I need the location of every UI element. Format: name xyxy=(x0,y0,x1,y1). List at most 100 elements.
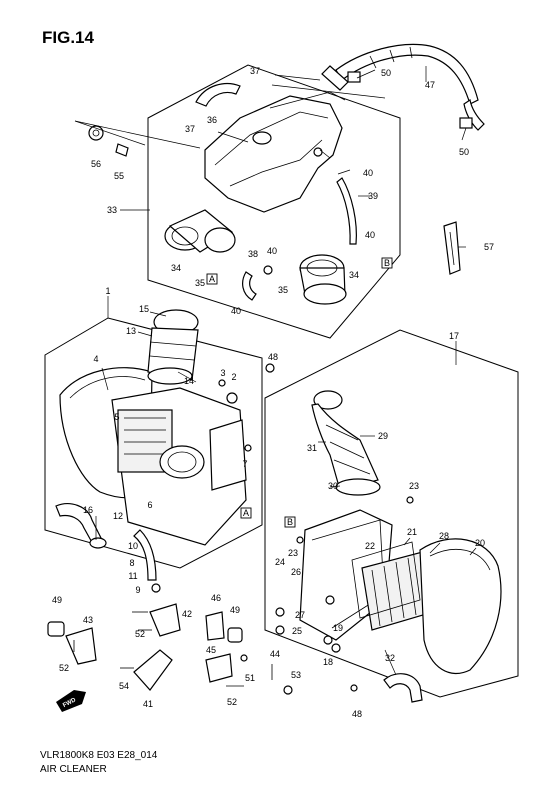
part-number: 56 xyxy=(91,159,101,169)
part-number: 4 xyxy=(93,354,98,364)
intake-duct-13 xyxy=(147,309,199,385)
upper-cover-assembly-frame xyxy=(147,64,401,339)
part-number: 52 xyxy=(227,697,237,707)
small-fasteners-right xyxy=(275,496,414,692)
part-number: 13 xyxy=(126,326,136,336)
part-number: 10 xyxy=(128,541,138,551)
bracket-43 xyxy=(65,627,97,665)
damper-49-left xyxy=(47,621,65,637)
part-number: 55 xyxy=(114,171,124,181)
part-number: 37 xyxy=(185,124,195,134)
part-number: 50 xyxy=(459,147,469,157)
part-number: 6 xyxy=(147,500,152,510)
part-number: 17 xyxy=(449,331,459,341)
part-number: 22 xyxy=(365,541,375,551)
right-air-cleaner-assembly-frame xyxy=(264,329,519,698)
forward-direction-marker: FWD xyxy=(56,690,86,712)
part-number: 40 xyxy=(267,246,277,256)
figure-title: FIG.14 xyxy=(42,28,94,47)
part-number: 35 xyxy=(278,285,288,295)
reference-b-label: B xyxy=(287,517,293,527)
part-number: 30 xyxy=(328,481,338,491)
part-number: 35 xyxy=(195,278,205,288)
part-number: 33 xyxy=(107,205,117,215)
part-number: 8 xyxy=(129,558,134,568)
part-number: 57 xyxy=(484,242,494,252)
bracket-41 xyxy=(133,649,173,691)
damper-49-right xyxy=(227,627,243,643)
part-number: 38 xyxy=(248,249,258,259)
reference-box-a-upper: A xyxy=(206,273,218,285)
part-number: 51 xyxy=(245,673,255,683)
part-number: 14 xyxy=(184,376,194,386)
reference-box-b-lower: B xyxy=(284,516,296,528)
part-number: 21 xyxy=(407,527,417,537)
reference-box-a-lower: A xyxy=(240,507,252,519)
drain-hose-10 xyxy=(133,529,157,581)
part-number: 41 xyxy=(143,699,153,709)
part-number: 16 xyxy=(83,505,93,515)
air-duct-cover xyxy=(204,91,346,213)
part-number: 46 xyxy=(211,593,221,603)
part-number: 54 xyxy=(119,681,129,691)
leader-lines xyxy=(74,66,477,676)
part-number: 26 xyxy=(291,567,301,577)
small-hose-38 xyxy=(242,265,273,301)
bracket-57 xyxy=(443,221,461,275)
part-number: 49 xyxy=(230,605,240,615)
loose-bolts xyxy=(73,611,293,695)
figure-name: AIR CLEANER xyxy=(40,764,107,775)
reference-a-label: A xyxy=(243,508,249,518)
part-number: 49 xyxy=(52,595,62,605)
air-cleaner-case-left xyxy=(111,387,247,546)
part-number: 15 xyxy=(139,304,149,314)
part-number: 12 xyxy=(113,511,123,521)
part-number: 25 xyxy=(292,626,302,636)
part-number: 31 xyxy=(307,443,317,453)
joint-duct-left xyxy=(164,209,236,253)
breather-pipe-32 xyxy=(383,673,423,703)
gasket-21 xyxy=(351,541,421,619)
part-number: 18 xyxy=(323,657,333,667)
part-number: 7 xyxy=(242,459,247,469)
part-number: 23 xyxy=(288,548,298,558)
part-number: 11 xyxy=(128,571,137,581)
part-number: 42 xyxy=(182,609,192,619)
bracket-46-45 xyxy=(205,611,233,683)
part-number: 29 xyxy=(378,431,388,441)
part-number: 53 xyxy=(291,670,301,680)
part-number: 39 xyxy=(368,191,378,201)
part-number: 19 xyxy=(333,623,343,633)
part-number: 52 xyxy=(59,663,69,673)
reference-a-label: A xyxy=(209,274,215,284)
breather-hose-upper xyxy=(195,82,241,107)
part-number: 40 xyxy=(231,306,241,316)
part-number: 27 xyxy=(295,610,305,620)
part-number: 32 xyxy=(385,653,395,663)
part-number: 47 xyxy=(425,80,435,90)
part-number: 1 xyxy=(105,286,110,296)
part-number: 36 xyxy=(207,115,217,125)
part-number: 34 xyxy=(349,270,359,280)
part-number: 28 xyxy=(439,531,449,541)
bracket-42 xyxy=(149,603,181,637)
part-number: 40 xyxy=(365,230,375,240)
part-number-callouts: 37 37 36 50 47 50 56 55 40 39 33 40 57 3… xyxy=(52,66,494,719)
clamp-50 xyxy=(347,71,473,129)
part-number: 48 xyxy=(268,352,278,362)
joint-duct-right xyxy=(299,254,347,305)
part-number: 37 xyxy=(250,66,260,76)
part-number: 48 xyxy=(352,709,362,719)
part-number: 20 xyxy=(475,538,485,548)
intake-duct-29 xyxy=(311,390,381,496)
breather-pipe-16 xyxy=(55,503,107,549)
part-number: 3 xyxy=(220,368,225,378)
part-number: 34 xyxy=(171,263,181,273)
part-number: 43 xyxy=(83,615,93,625)
part-number: 40 xyxy=(363,168,373,178)
reference-b-label: B xyxy=(384,258,390,268)
part-number: 9 xyxy=(135,585,140,595)
figure-code: VLR1800K8 E03 E28_014 xyxy=(40,750,158,761)
small-fasteners-left xyxy=(151,363,275,593)
